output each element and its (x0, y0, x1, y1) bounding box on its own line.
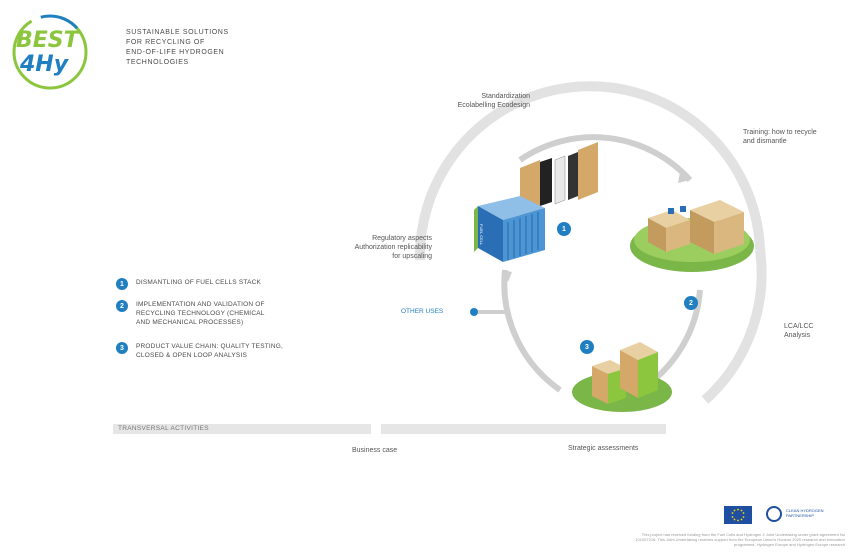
label-line: Regulatory aspects (372, 235, 432, 242)
label-line: Training: how to recycle (743, 129, 817, 136)
logo-text-4hy: 4Hy (20, 52, 69, 77)
label-training: Training: how to recycle and dismantle (743, 128, 817, 146)
transversal-label: TRANSVERSAL ACTIVITIES (118, 425, 209, 432)
inner-ring (518, 134, 693, 183)
title-line: TECHNOLOGIES (126, 59, 189, 66)
inner-ring (501, 269, 562, 393)
step-marker-1: 1 (557, 222, 571, 236)
arrow-icon (502, 270, 512, 282)
label-lca: LCA/LCC Analysis (784, 322, 814, 340)
logo-ring-icon (12, 14, 88, 90)
funding-line: This project has received funding from t… (641, 532, 845, 537)
legend-item-3: 3 PRODUCT VALUE CHAIN: QUALITY TESTING, … (116, 342, 283, 360)
label-line: for upscaling (392, 253, 432, 260)
label-line: Standardization (481, 93, 530, 100)
legend-item-2: 2 IMPLEMENTATION AND VALIDATION OF RECYC… (116, 300, 265, 327)
legend-text: PRODUCT VALUE CHAIN: QUALITY TESTING, (136, 343, 284, 350)
label-business-case: Business case (352, 447, 398, 454)
label-line: Authorization replicability (354, 244, 432, 251)
logo-text-best: BEST (16, 28, 79, 53)
step-marker-2: 2 (684, 296, 698, 310)
logo: BEST 4Hy (10, 12, 90, 92)
title-line: FOR RECYCLING OF (126, 39, 205, 46)
label-line: Ecolabelling Ecodesign (457, 102, 530, 109)
outer-ring (701, 249, 767, 404)
fuel-cell-label: FUEL CELL (479, 224, 484, 246)
legend-number: 3 (116, 342, 128, 354)
label-line: and dismantle (743, 138, 787, 145)
step-marker-3: 3 (580, 340, 594, 354)
transversal-bar (113, 424, 371, 434)
label-line: LCA/LCC (784, 323, 814, 330)
legend-text: AND MECHANICAL PROCESSES) (136, 319, 244, 326)
legend-text: RECYCLING TECHNOLOGY (CHEMICAL (136, 310, 265, 317)
outer-ring (414, 157, 455, 261)
transversal-bar (381, 424, 666, 434)
funding-notice: This project has received funding from t… (515, 532, 845, 547)
title-line: END-OF-LIFE HYDROGEN (126, 49, 225, 56)
legend-item-1: 1 DISMANTLING OF FUEL CELLS STACK (116, 278, 261, 290)
partnership-text: CLEAN HYDROGEN PARTNERSHIP (786, 508, 824, 518)
arrow-icon (678, 172, 690, 183)
legend-text: IMPLEMENTATION AND VALIDATION OF (136, 301, 265, 308)
label-strategic: Strategic assessments (568, 445, 639, 452)
label-other-uses: OTHER USES (401, 308, 444, 315)
stack-plates-illustration (520, 142, 598, 218)
funding-line: programme, Hydrogen Europe and Hydrogen … (734, 542, 845, 547)
label-standardization: Standardization Ecolabelling Ecodesign (430, 92, 530, 110)
outer-ring (445, 81, 765, 251)
funding-line: 101007216. This Joint Undertaking receiv… (635, 537, 845, 542)
label-line: Analysis (784, 332, 811, 339)
eu-flag-icon (724, 506, 752, 524)
title-line: SUSTAINABLE SOLUTIONS (126, 29, 229, 36)
legend-number: 1 (116, 278, 128, 290)
partnership-logo (766, 506, 782, 522)
label-regulatory: Regulatory aspects Authorization replica… (330, 234, 432, 261)
recycling-plant-illustration (630, 200, 754, 272)
page-title: SUSTAINABLE SOLUTIONS FOR RECYCLING OF E… (126, 28, 229, 68)
legend-text: CLOSED & OPEN LOOP ANALYSIS (136, 352, 248, 359)
legend-number: 2 (116, 300, 128, 312)
legend-text: DISMANTLING OF FUEL CELLS STACK (136, 279, 262, 286)
other-uses-dot (470, 308, 478, 316)
product-stacks-illustration (572, 342, 672, 412)
fuel-cell-stack-illustration (474, 196, 545, 262)
